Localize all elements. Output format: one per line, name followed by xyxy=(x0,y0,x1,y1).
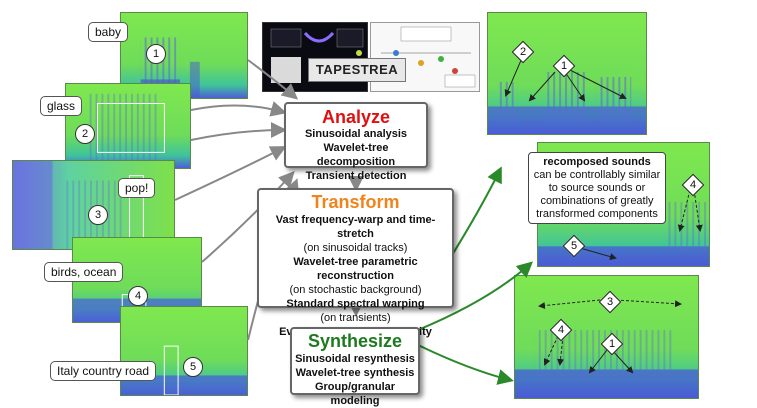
synthesize-box: Synthesize Sinusoidal resynthesis Wavele… xyxy=(290,327,420,407)
analyze-item: Wavelet-tree decomposition xyxy=(316,142,396,168)
recomposed-sounds-note: recomposed sounds can be controllably si… xyxy=(528,152,666,224)
source-label-road: Italy country road xyxy=(50,361,157,381)
transform-title: Transform xyxy=(311,192,400,212)
analyze-item: Transient detection xyxy=(305,170,407,182)
synthesize-item: Group/granular modeling xyxy=(314,381,396,407)
synthesize-item: Sinusoidal resynthesis xyxy=(295,353,415,365)
transform-box: Transform Vast frequency-warp and time-s… xyxy=(257,188,454,338)
source-label-pop: pop! xyxy=(118,178,156,198)
analyze-item: Sinusoidal analysis xyxy=(304,128,408,140)
transform-line: (on sinusoidal tracks) xyxy=(303,242,408,254)
analyze-box: Analyze Sinusoidal analysis Wavelet-tree… xyxy=(284,102,428,182)
note-body: can be controllably similar to source so… xyxy=(533,169,661,220)
transform-line: Standard spectral warping xyxy=(286,298,425,310)
source-marker-4: 4 xyxy=(128,286,148,306)
note-title: recomposed sounds xyxy=(543,156,651,168)
source-label-baby: baby xyxy=(88,22,129,42)
transform-line: Wavelet-tree parametric reconstruction xyxy=(293,256,418,282)
source-marker-1: 1 xyxy=(146,44,166,64)
source-label-birds: birds, ocean xyxy=(44,262,124,282)
transform-line: (on stochastic background) xyxy=(289,284,422,296)
source-marker-2: 2 xyxy=(75,124,95,144)
source-label-glass: glass xyxy=(40,96,83,116)
source-marker-3: 3 xyxy=(88,205,108,225)
transform-line: (on transients) xyxy=(320,312,391,324)
analyze-title: Analyze xyxy=(321,107,391,127)
synthesize-item: Wavelet-tree synthesis xyxy=(295,367,415,379)
tapestrea-logo: TAPESTREA xyxy=(308,58,406,82)
source-marker-5: 5 xyxy=(183,357,203,377)
transform-line: Vast frequency-warp and time-stretch xyxy=(275,214,436,240)
synthesize-title: Synthesize xyxy=(307,331,403,351)
